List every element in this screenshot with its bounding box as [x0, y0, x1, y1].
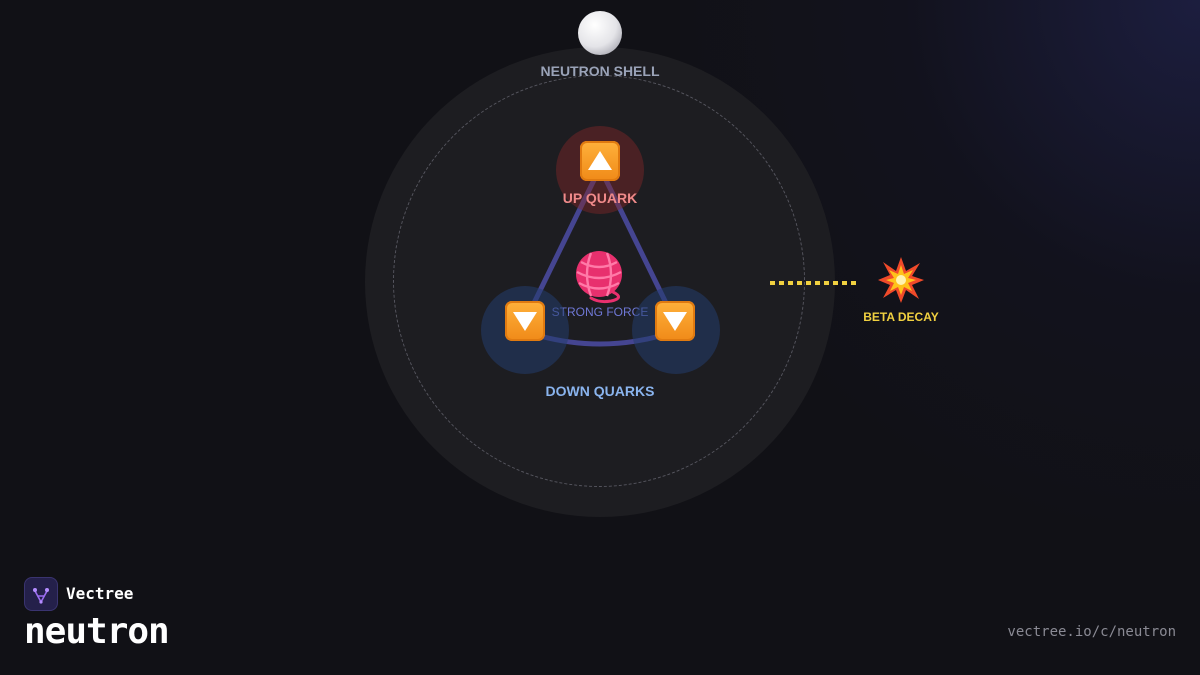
- strong-force-label: STRONG FORCE: [551, 305, 649, 319]
- gluon-line-right: [602, 175, 670, 308]
- page-url[interactable]: vectree.io/c/neutron: [1007, 624, 1176, 640]
- up-quark-label: UP QUARK: [562, 190, 638, 206]
- explosion-icon: [877, 256, 925, 304]
- down-quarks-label: DOWN QUARKS: [545, 383, 655, 399]
- beta-decay-label: BETA DECAY: [863, 310, 939, 324]
- up-arrow-icon: [580, 141, 620, 181]
- gluon-line-left: [530, 175, 598, 308]
- beta-decay-connector: [770, 281, 860, 285]
- neutron-shell-ring: [393, 75, 805, 487]
- down-arrow-icon: [655, 301, 695, 341]
- yarn-ball-icon: [573, 250, 629, 304]
- brand-name: Vectree: [66, 584, 134, 603]
- page-title: neutron: [24, 611, 170, 652]
- white-circle-icon: [577, 10, 623, 56]
- vectree-logo-icon: [24, 577, 58, 611]
- down-arrow-icon: [505, 301, 545, 341]
- neutron-shell-label: NEUTRON SHELL: [540, 63, 660, 79]
